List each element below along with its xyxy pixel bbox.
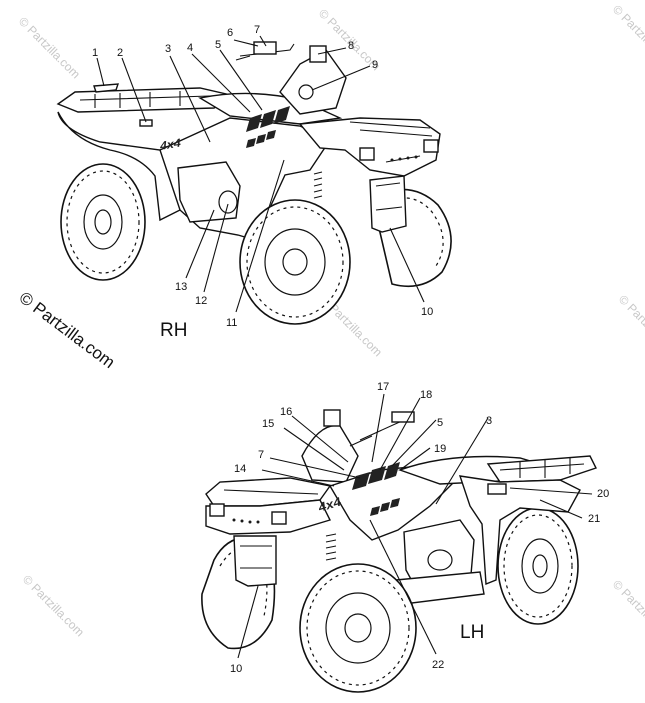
rh-leader-lines <box>96 35 425 313</box>
callout-label: 11 <box>226 317 237 329</box>
watermark: © Partzilla.com <box>20 572 87 639</box>
callout-label: 2 <box>117 47 123 59</box>
callout-label: 14 <box>234 463 246 475</box>
callout-label: 9 <box>372 59 378 71</box>
lh-callouts: 17 18 16 15 5 3 19 7 14 20 21 10 22 <box>230 381 609 675</box>
rh-body: 4x4 <box>56 41 441 241</box>
callout-label: 19 <box>434 443 446 455</box>
callout-label: 18 <box>420 389 432 401</box>
rh-callouts: 1 2 3 4 5 6 7 8 9 10 11 12 13 <box>92 24 433 329</box>
view-label-rh: RH <box>160 320 187 341</box>
rh-front-wheel <box>239 199 351 325</box>
atv-lh-view: 4x4 <box>201 381 609 693</box>
lh-leader-lines <box>237 393 593 659</box>
callout-label: 21 <box>588 513 600 525</box>
callout-label: 16 <box>280 406 292 418</box>
watermark: © Partzilla.com <box>16 14 83 81</box>
callout-label: 22 <box>432 659 444 671</box>
callout-label: 10 <box>230 663 242 675</box>
callout-label: 10 <box>421 306 433 318</box>
callout-label: 15 <box>262 418 274 430</box>
callout-label: 1 <box>92 47 98 59</box>
callout-label: 6 <box>227 27 233 39</box>
callout-label: 4 <box>187 42 193 54</box>
callout-label: 3 <box>165 43 171 55</box>
callout-label: 5 <box>215 39 221 51</box>
lh-body: 4x4 <box>205 409 597 605</box>
watermark: © Partzilla.com <box>610 2 645 69</box>
rh-rear-wheel <box>60 163 146 281</box>
lh-rear-wheel <box>497 507 579 625</box>
lh-front-wheel <box>299 563 417 693</box>
svg-text:4x4: 4x4 <box>160 136 182 153</box>
callout-label: 3 <box>486 415 492 427</box>
callout-label: 20 <box>597 488 609 500</box>
callout-label: 7 <box>258 449 264 461</box>
callout-label: 12 <box>195 295 207 307</box>
copyright-text: © Partzilla.com <box>16 288 119 372</box>
callout-label: 5 <box>437 417 443 429</box>
callout-label: 17 <box>377 381 389 393</box>
watermark: © Partzilla.com <box>610 577 645 644</box>
svg-text:4x4: 4x4 <box>318 494 342 515</box>
callout-label: 8 <box>348 40 354 52</box>
callout-label: 7 <box>254 24 260 36</box>
callout-label: 13 <box>175 281 187 293</box>
atv-rh-view: 4x4 <box>56 24 452 341</box>
view-label-lh: LH <box>460 622 484 643</box>
watermark: © Partzilla.com <box>616 292 645 359</box>
